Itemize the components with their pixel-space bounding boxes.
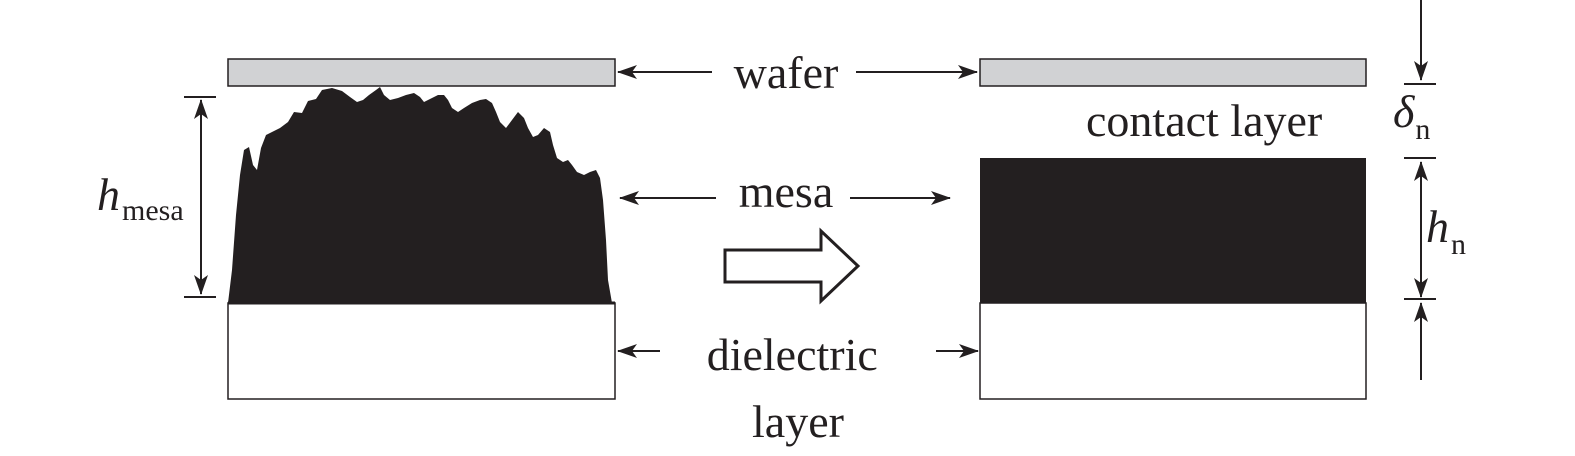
right-wafer [979, 58, 1367, 87]
contact-layer-label: contact layer [1086, 95, 1322, 146]
h-n-label: hn [1426, 201, 1466, 261]
h-n-dimension [1404, 161, 1436, 380]
left-dielectric-layer [227, 302, 616, 400]
delta-n-dimension [1404, 0, 1436, 159]
process-arrow-icon [723, 227, 861, 305]
h-mesa-label: hmesa [97, 169, 184, 227]
h-mesa-dimension [184, 96, 216, 298]
wafer-label: wafer [734, 47, 839, 98]
delta-n-label: δn [1393, 86, 1430, 146]
mesa-label: mesa [739, 166, 834, 217]
left-mesa-rough [228, 87, 612, 303]
dielectric-label: dielectric layer [707, 329, 890, 447]
right-dielectric-layer [979, 302, 1367, 400]
right-mesa-flat [980, 158, 1366, 303]
left-wafer [227, 58, 616, 87]
